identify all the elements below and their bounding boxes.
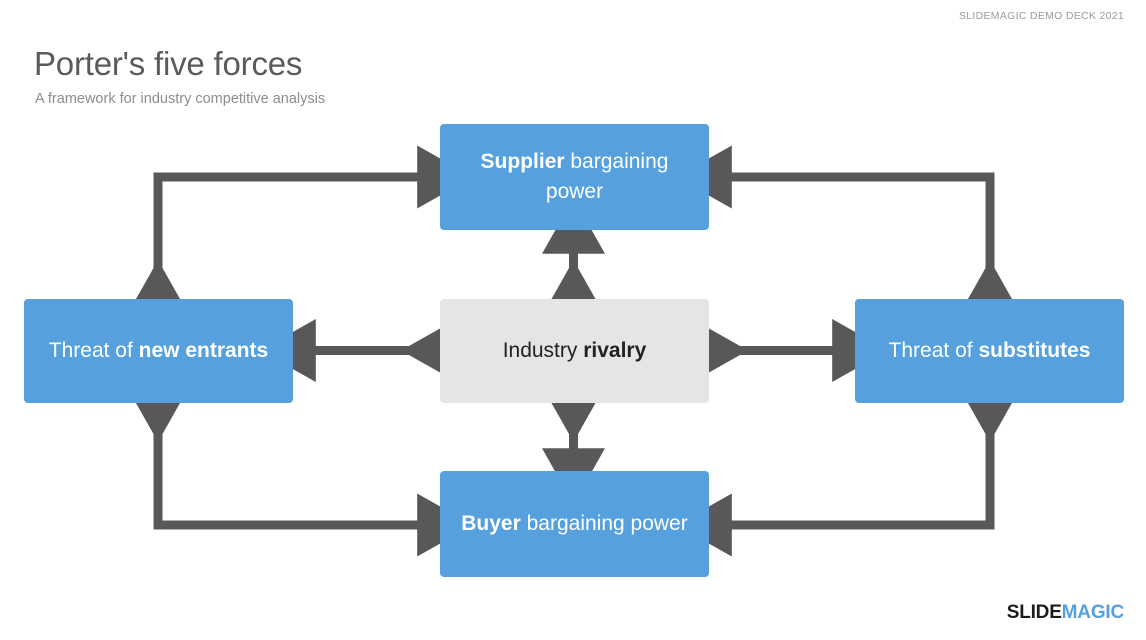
- node-buyer-label: Buyer bargaining power: [461, 509, 687, 539]
- node-rivalry-label-strong: rivalry: [583, 339, 647, 363]
- node-entrants-label-strong: new entrants: [138, 339, 269, 363]
- node-supplier-label: Supplier bargaining power: [454, 147, 695, 207]
- node-rivalry-label: Industry rivalry: [503, 336, 647, 366]
- node-entrants-label-weak: Threat of: [48, 339, 139, 363]
- node-industry-rivalry[interactable]: Industry rivalry: [440, 299, 709, 403]
- node-supplier-bargaining-power[interactable]: Supplier bargaining power: [440, 124, 709, 230]
- node-entrants-label: Threat of new entrants: [49, 336, 268, 366]
- node-buyer-label-rest: bargaining power: [520, 512, 688, 536]
- node-buyer-bargaining-power[interactable]: Buyer bargaining power: [440, 471, 709, 577]
- node-threat-of-substitutes[interactable]: Threat of substitutes: [855, 299, 1124, 403]
- node-substitutes-label: Threat of substitutes: [889, 336, 1091, 366]
- slidemagic-logo: SLIDEMAGIC: [1007, 602, 1124, 624]
- connector-entrants-buyer: [126, 386, 473, 557]
- deck-label: SLIDEMAGIC DEMO DECK 2021: [958, 10, 1124, 22]
- page-title: Porter's five forces: [34, 45, 303, 82]
- connector-substitutes-buyer: [676, 386, 1022, 557]
- node-substitutes-label-weak: Threat of: [888, 339, 979, 363]
- page-subtitle: A framework for industry competitive ana…: [35, 91, 326, 107]
- node-threat-of-new-entrants[interactable]: Threat of new entrants: [24, 299, 293, 403]
- node-substitutes-label-strong: substitutes: [978, 339, 1091, 363]
- node-supplier-label-strong: Supplier: [480, 150, 565, 174]
- connector-entrants-supplier: [126, 145, 473, 316]
- logo-text-slide: SLIDE: [1006, 602, 1062, 623]
- logo-text-magic: MAGIC: [1061, 602, 1125, 623]
- node-rivalry-label-weak: Industry: [502, 339, 584, 363]
- node-supplier-label-rest: bargaining power: [545, 150, 669, 203]
- connector-substitutes-supplier: [676, 145, 1022, 316]
- node-buyer-label-strong: Buyer: [461, 512, 521, 536]
